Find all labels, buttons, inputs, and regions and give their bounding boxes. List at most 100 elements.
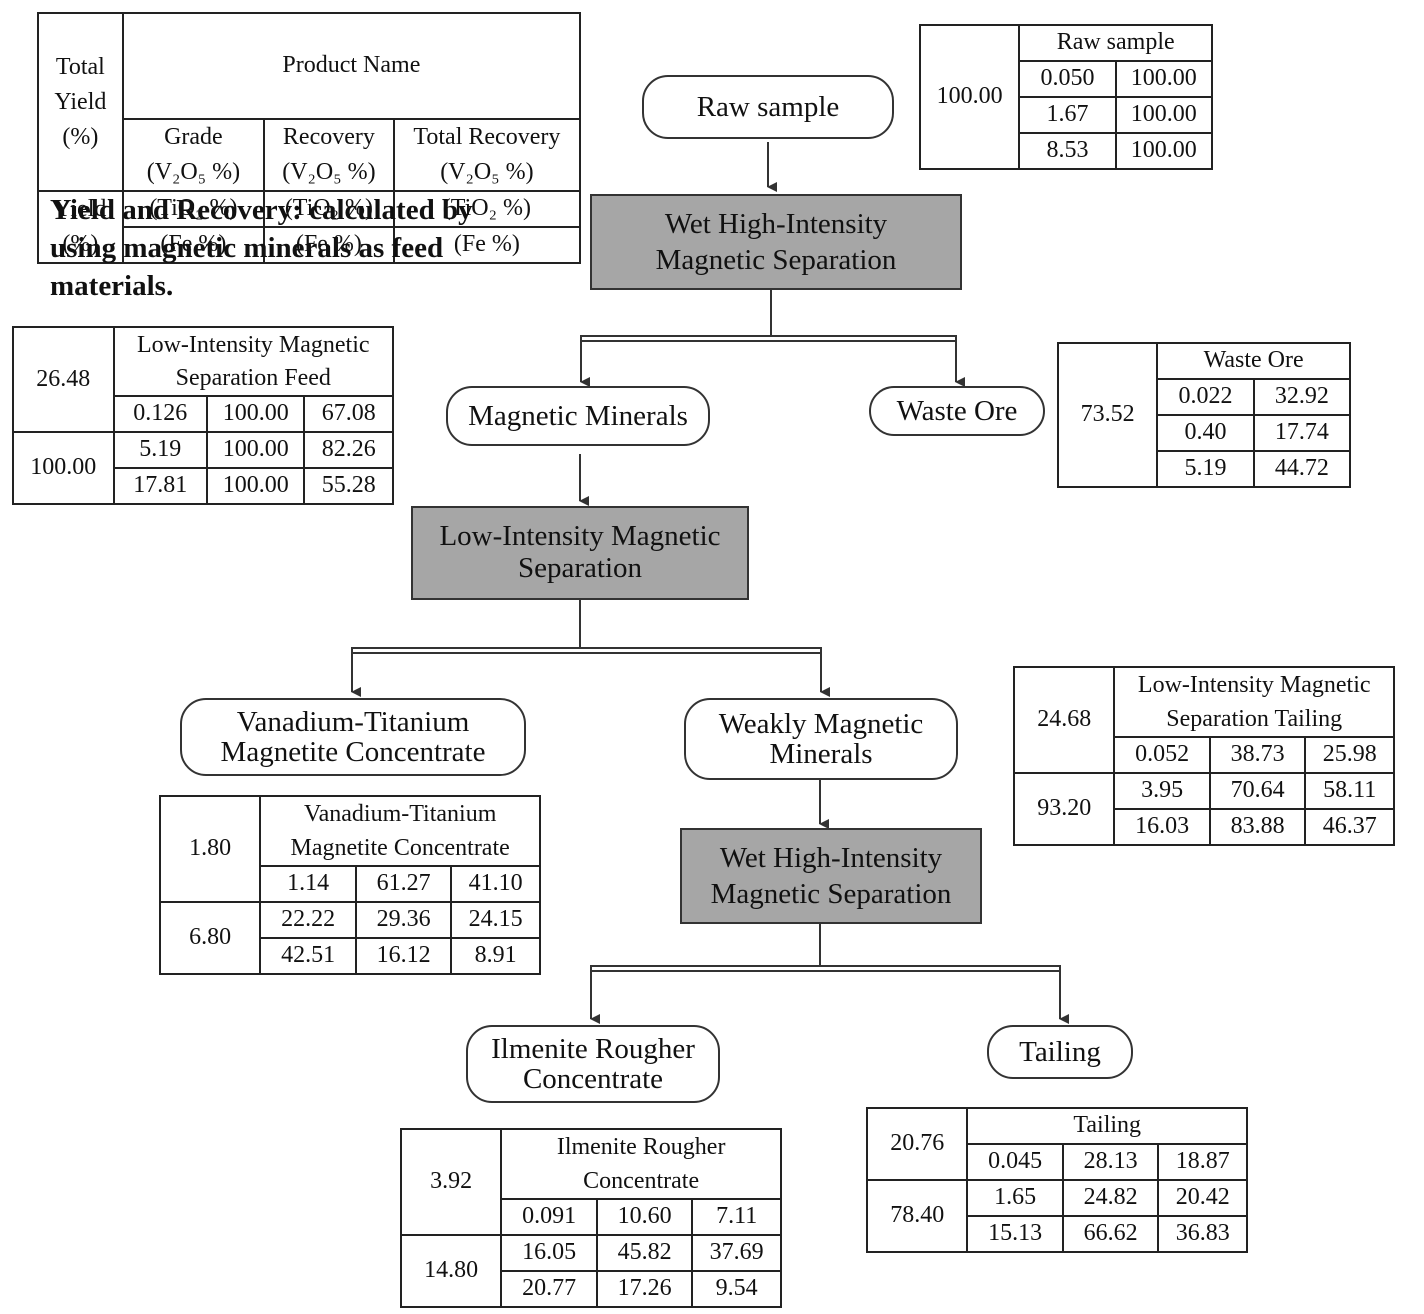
table-cell: 7.11	[691, 1198, 782, 1236]
ilmenite-total-yield: 3.92	[399, 1128, 503, 1236]
table-cell: 8.91	[450, 937, 541, 975]
node-vtm-concentrate: Vanadium-Titanium Magnetite Concentrate	[180, 698, 526, 776]
table-cell: 9.54	[691, 1270, 782, 1308]
table-cell: 15.13	[966, 1215, 1064, 1253]
legend-recovery-cell: Recovery (V₂O₅ %)	[263, 118, 395, 192]
table-cell: 0.045	[966, 1143, 1064, 1181]
table-cell: 24.15	[450, 901, 541, 939]
legend-product-name: Product Name	[121, 12, 582, 120]
table-cell: 29.36	[354, 901, 453, 939]
node-weakly-magnetic: Weakly Magnetic Minerals	[684, 698, 958, 780]
table-cell: 45.82	[595, 1234, 694, 1272]
vtm-title: Vanadium-Titanium Magnetite Concentrate	[259, 795, 541, 867]
table-cell: 5.19	[1156, 450, 1255, 488]
table-cell: 16.12	[354, 937, 453, 975]
legend-table: Total Yield (%) Product Name Grade (V₂O₅…	[37, 12, 582, 264]
vtm-yield: 6.80	[158, 901, 262, 975]
yield-recovery-note: Yield and Recovery: calculated by using …	[50, 194, 473, 302]
table-cell: 61.27	[354, 865, 453, 903]
table-lims-tailing: 24.68 Low-Intensity Magnetic Separation …	[1012, 666, 1395, 846]
legend-grade-cell: Grade (V₂O₅ %)	[121, 118, 266, 192]
lims-feed-title: Low-Intensity Magnetic Separation Feed	[112, 326, 394, 397]
table-cell: 0.40	[1156, 414, 1255, 452]
lims-tailing-title: Low-Intensity Magnetic Separation Tailin…	[1113, 666, 1395, 738]
lims-feed-yield: 100.00	[12, 431, 115, 505]
table-cell: 0.022	[1156, 378, 1255, 416]
table-cell: 16.03	[1113, 808, 1211, 846]
tailing-title: Tailing	[966, 1107, 1248, 1145]
node-tailing: Tailing	[987, 1025, 1133, 1079]
table-cell: 1.14	[259, 865, 357, 903]
table-cell: 66.62	[1061, 1215, 1160, 1253]
lims-feed-total-yield: 26.48	[12, 326, 115, 433]
table-cell: 42.51	[259, 937, 357, 975]
table-cell: 70.64	[1208, 772, 1307, 810]
legend-fe: (Fe %)	[121, 226, 266, 264]
table-cell: 100.00	[1114, 132, 1214, 170]
table-cell: 17.26	[595, 1270, 694, 1308]
table-cell: 22.22	[259, 901, 357, 939]
table-cell: 41.10	[450, 865, 541, 903]
legend-tio2: (TiO₂ %)	[263, 190, 395, 228]
table-cell: 0.091	[500, 1198, 598, 1236]
table-cell: 100.00	[1114, 96, 1214, 134]
legend-fe: (Fe %)	[392, 226, 582, 264]
table-cell: 55.28	[303, 467, 394, 505]
ilmenite-yield: 14.80	[399, 1234, 503, 1308]
node-raw-sample: Raw sample	[642, 75, 894, 139]
node-waste-ore: Waste Ore	[869, 386, 1045, 436]
legend-yield-cell: Yield (%)	[37, 190, 124, 264]
legend-total-recovery-cell: Total Recovery (V₂O₅ %)	[392, 118, 582, 192]
table-cell: 0.050	[1018, 60, 1117, 98]
table-cell: 100.00	[1114, 60, 1214, 98]
table-cell: 5.19	[112, 431, 208, 469]
table-cell: 0.126	[112, 395, 208, 433]
table-cell: 32.92	[1252, 378, 1352, 416]
node-whims1: Wet High-Intensity Magnetic Separation	[590, 194, 962, 290]
raw-yield: 100.00	[918, 24, 1021, 170]
table-cell: 8.53	[1018, 132, 1117, 170]
table-cell: 17.74	[1252, 414, 1352, 452]
waste-yield: 73.52	[1056, 342, 1159, 488]
table-cell: 18.87	[1157, 1143, 1248, 1181]
legend-total-yield-cell: Total Yield (%)	[37, 12, 124, 192]
table-cell: 16.05	[500, 1234, 598, 1272]
table-cell: 37.69	[691, 1234, 782, 1272]
lims-tailing-total-yield: 24.68	[1012, 666, 1116, 774]
table-cell: 100.00	[205, 467, 306, 505]
raw-title: Raw sample	[1018, 24, 1213, 62]
table-cell: 1.67	[1018, 96, 1117, 134]
table-vtm-concentrate: 1.80 Vanadium-Titanium Magnetite Concent…	[158, 795, 541, 975]
legend-tio2: (TiO₂ %)	[121, 190, 266, 228]
table-cell: 83.88	[1208, 808, 1307, 846]
table-cell: 36.83	[1157, 1215, 1248, 1253]
ilmenite-title: Ilmenite Rougher Concentrate	[500, 1128, 782, 1200]
tailing-yield: 78.40	[865, 1179, 969, 1253]
node-magnetic-minerals: Magnetic Minerals	[446, 386, 710, 446]
table-cell: 100.00	[205, 431, 306, 469]
table-cell: 1.65	[966, 1179, 1064, 1217]
table-cell: 82.26	[303, 431, 394, 469]
node-lims: Low-Intensity Magnetic Separation	[411, 506, 749, 600]
table-cell: 44.72	[1252, 450, 1352, 488]
table-cell: 24.82	[1061, 1179, 1160, 1217]
tailing-total-yield: 20.76	[865, 1107, 969, 1181]
table-cell: 25.98	[1304, 736, 1395, 774]
legend-tio2: (TiO₂ %)	[392, 190, 582, 228]
table-cell: 17.81	[112, 467, 208, 505]
table-cell: 100.00	[205, 395, 306, 433]
table-cell: 20.42	[1157, 1179, 1248, 1217]
lims-tailing-yield: 93.20	[1012, 772, 1116, 846]
table-cell: 10.60	[595, 1198, 694, 1236]
legend-fe: (Fe %)	[263, 226, 395, 264]
table-cell: 58.11	[1304, 772, 1395, 810]
table-cell: 46.37	[1304, 808, 1395, 846]
table-cell: 38.73	[1208, 736, 1307, 774]
table-cell: 20.77	[500, 1270, 598, 1308]
table-cell: 67.08	[303, 395, 394, 433]
